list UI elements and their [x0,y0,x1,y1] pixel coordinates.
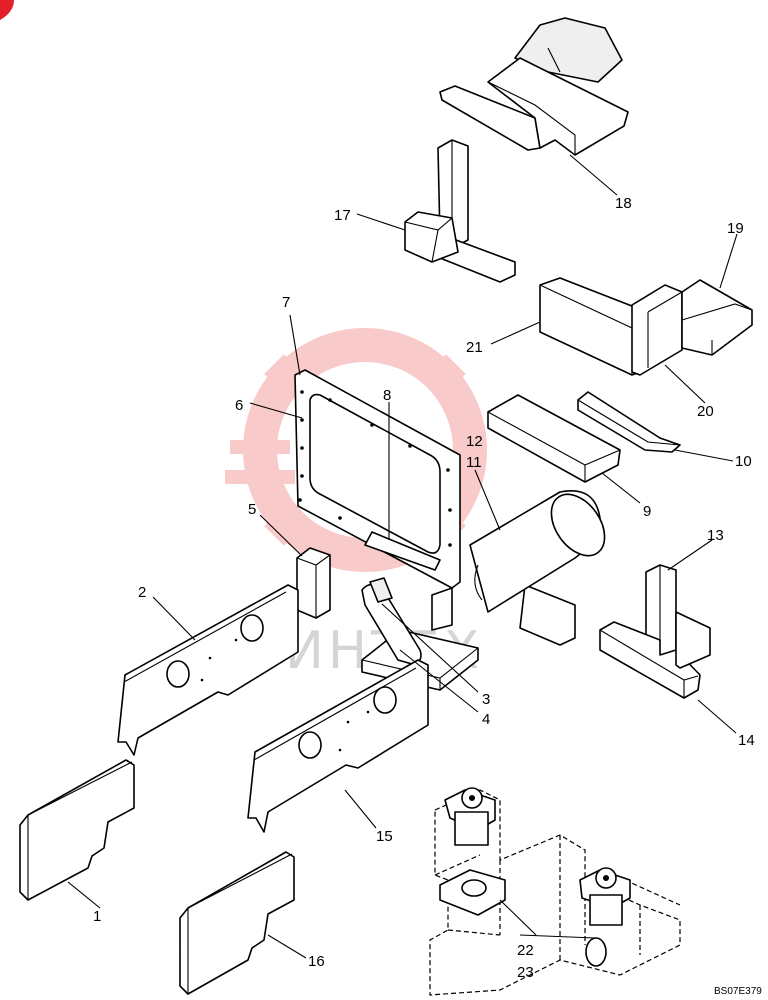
callout-8: 8 [383,387,391,404]
part-22-23-frame-assembly [429,787,681,996]
part-16-lower-pad [179,851,295,995]
callout-3: 3 [482,691,490,708]
part-17-t-block [404,139,516,283]
callout-4: 4 [482,711,490,728]
part-18-seat-pad [439,17,629,156]
callout-10: 10 [735,453,752,470]
part-5-block [296,547,331,619]
part-1-lower-pad [19,759,135,901]
callout-21: 21 [466,339,483,356]
callout-18: 18 [615,195,632,212]
callout-19: 19 [727,220,744,237]
part-8-strip [364,531,441,571]
callout-labels: 1 2 3 4 5 6 7 8 9 10 11 12 13 14 15 16 1… [93,195,762,997]
callout-6: 6 [235,397,243,414]
leader-lines [67,154,738,959]
callout-11: 11 [466,454,482,471]
callout-17: 17 [334,207,351,224]
callout-5: 5 [248,501,256,518]
callout-9: 9 [643,503,651,520]
corner-mark-icon [0,0,14,20]
part-19-seat-block [681,279,753,356]
callout-20: 20 [697,403,714,420]
part-20-upright-block [631,284,683,376]
callout-14: 14 [738,732,755,749]
part-9-block [487,394,621,483]
callout-7: 7 [282,294,290,311]
drawing-code: BS07E379 [714,986,762,997]
part-11-cylinder [469,490,606,646]
callout-2: 2 [138,584,146,601]
part-2-left-panel [117,584,299,756]
callout-22: 22 [517,942,534,959]
part-14-base [599,611,711,699]
part-10-wedge [577,391,681,453]
callout-23: 23 [517,964,534,981]
callout-1: 1 [93,908,101,925]
part-15-middle-panel [247,659,429,833]
callout-12: 12 [466,433,483,450]
callout-15: 15 [376,828,393,845]
callout-16: 16 [308,953,325,970]
callout-13: 13 [707,527,724,544]
